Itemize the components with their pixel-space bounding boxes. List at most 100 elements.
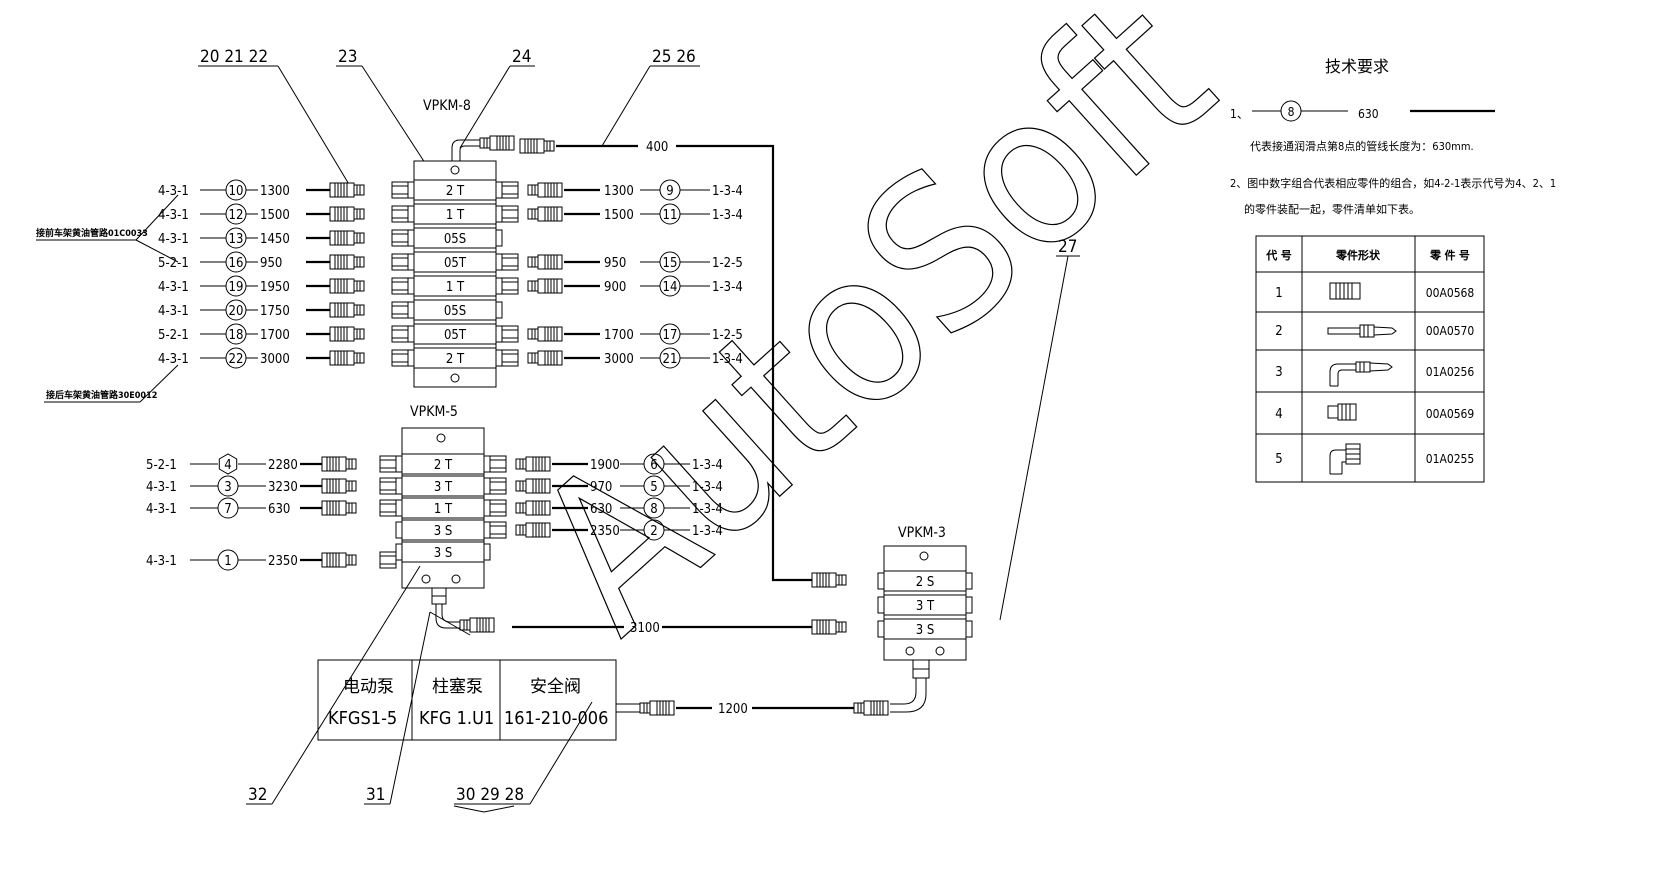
point-number: 4 — [224, 458, 231, 473]
callout-20-21-22: 20 21 22 — [198, 47, 351, 187]
pipe-length: 2350 — [268, 554, 298, 569]
part-shape-straight-fitting — [1329, 282, 1361, 300]
section-port-left — [407, 181, 415, 199]
target-code: 1-3-4 — [692, 458, 723, 473]
section-port-left — [395, 499, 403, 517]
section-label: 3 T — [916, 599, 935, 614]
tech-item2-line1: 2、图中数字组合代表相应零件的组合，如4-2-1表示代号为4、2、1 — [1230, 176, 1556, 190]
pump-plunger-model: KFG 1.U1 — [419, 708, 494, 729]
svg-text:32: 32 — [248, 785, 267, 805]
pipe-length: 1500 — [604, 208, 634, 223]
svg-text:30 29 28: 30 29 28 — [456, 785, 524, 805]
section-port-left — [395, 455, 403, 473]
tech-title: 技术要求 — [1325, 57, 1389, 76]
part-shape-elbow-fitting — [1329, 443, 1361, 475]
svg-text:630: 630 — [1358, 107, 1379, 121]
point-number: 15 — [663, 256, 678, 271]
section-port-right — [495, 229, 503, 247]
section-label: 05S — [444, 304, 466, 319]
section-port-left — [407, 229, 415, 247]
section-port-right — [965, 620, 973, 638]
section-port-left — [407, 277, 415, 295]
section-port-right — [965, 596, 973, 614]
section-label: 3 S — [916, 623, 935, 638]
point-number: 19 — [229, 280, 244, 295]
table-header-part: 零 件 号 — [1429, 248, 1470, 262]
callout-24: 24 — [459, 47, 535, 149]
target-code: 4-3-1 — [158, 280, 189, 295]
pipe-nut — [391, 205, 409, 223]
point-number: 6 — [650, 458, 657, 473]
section-port-left — [407, 301, 415, 319]
side-note-rear: 接后车架黄油管路30E0012 — [44, 364, 179, 403]
table-cell-part: 00A0569 — [1426, 407, 1475, 421]
pipe-length: 1500 — [260, 208, 290, 223]
pipe-length: 3000 — [604, 352, 634, 367]
point-number: 12 — [229, 208, 244, 223]
point-number: 14 — [663, 280, 678, 295]
section-port-right — [965, 572, 973, 590]
distributor-vpkm3: VPKM-3 2 S3 T3 S — [811, 525, 973, 716]
pipe-fitting — [321, 478, 357, 494]
pump-unit: 电动泵 KFGS1-5 柱塞泵 KFG 1.U1 安全阀 161-210-006… — [317, 659, 854, 741]
distributor-vpkm5: VPKM-5 2 T3 T1 T3 S3 S 3100 — [395, 404, 812, 636]
tech-item1-desc: 代表接通润滑点第8点的管线长度为：630mm. — [1250, 139, 1474, 153]
callout-32: 32 — [246, 565, 421, 805]
point-number: 11 — [663, 208, 678, 223]
svg-text:20 21 22: 20 21 22 — [200, 47, 268, 67]
section-port-left — [395, 477, 403, 495]
target-code: 1-2-5 — [712, 328, 743, 343]
table-header-code: 代 号 — [1265, 248, 1291, 262]
table-cell-code: 3 — [1275, 365, 1282, 380]
pipe-nut — [379, 499, 397, 517]
pipe-nut — [391, 253, 409, 271]
pipe-fitting — [329, 278, 365, 294]
pipe-fitting — [527, 182, 563, 198]
part-shape-elbow-tube — [1329, 361, 1393, 387]
pipe-fitting — [321, 456, 357, 472]
pipe-length: 2350 — [590, 524, 620, 539]
pipe-length: 630 — [268, 502, 290, 517]
section-port-left — [395, 521, 403, 539]
svg-text:8: 8 — [1288, 105, 1295, 119]
pipe-length: 1700 — [260, 328, 290, 343]
pipe-nut — [391, 277, 409, 295]
point-number: 16 — [229, 256, 244, 271]
section-label: 2 T — [446, 352, 465, 367]
pipe-length-400: 400 — [646, 140, 668, 155]
section-port-left — [407, 205, 415, 223]
target-code: 4-3-1 — [146, 480, 177, 495]
table-cell-code: 1 — [1275, 286, 1282, 301]
pipe-fitting — [329, 326, 365, 342]
target-code: 1-3-4 — [712, 280, 743, 295]
section-port-right — [483, 499, 491, 517]
point-number: 1 — [224, 554, 231, 569]
vpkm5-label: VPKM-5 — [410, 404, 458, 420]
target-code: 1-3-4 — [692, 524, 723, 539]
section-port-right — [483, 543, 491, 561]
section-port-left — [877, 596, 885, 614]
point-number: 9 — [666, 184, 673, 199]
target-code: 4-3-1 — [158, 352, 189, 367]
target-code: 4-3-1 — [146, 554, 177, 569]
part-shape-tube-connector — [1327, 324, 1397, 338]
pipe-length: 630 — [590, 502, 612, 517]
tech-requirements: 技术要求 1、 8 630 代表接通润滑点第8点的管线长度为：630mm. 2、… — [1230, 57, 1556, 216]
pipe-nut — [391, 325, 409, 343]
section-label: 05T — [444, 256, 467, 271]
target-code: 4-3-1 — [158, 232, 189, 247]
target-code: 4-3-1 — [158, 208, 189, 223]
pipe-nut — [501, 349, 519, 367]
table-cell-part: 01A0255 — [1426, 452, 1475, 466]
point-number: 10 — [229, 184, 244, 199]
section-label: 1 T — [446, 208, 465, 223]
section-port-right — [483, 477, 491, 495]
side-note-front: 接前车架黄油管路01C0033 — [36, 194, 179, 263]
target-code: 5-2-1 — [146, 458, 177, 473]
pipe-length: 2280 — [268, 458, 298, 473]
pipe-nut — [379, 477, 397, 495]
pipe-length: 1900 — [590, 458, 620, 473]
target-code: 1-3-4 — [692, 480, 723, 495]
